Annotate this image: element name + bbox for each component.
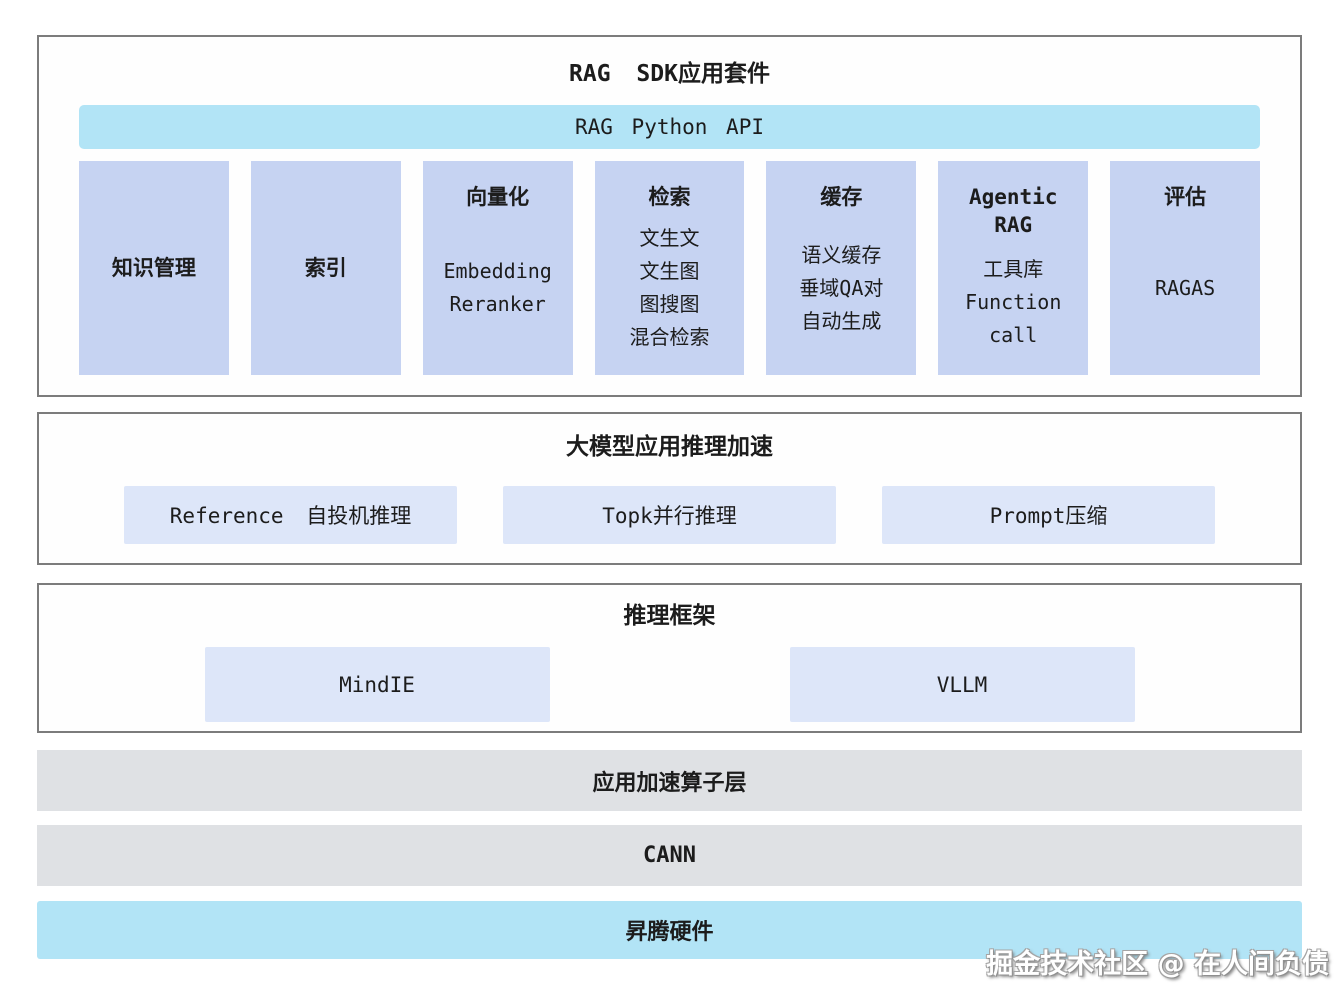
acceleration-panel: 大模型应用推理加速 Reference 自投机推理 Topk并行推理 Promp… (37, 412, 1302, 565)
column-body-line: 文生图 (639, 259, 700, 283)
column-body-line: Embedding (443, 259, 552, 283)
inference-framework-panel: 推理框架 MindIE VLLM (37, 583, 1302, 733)
acceleration-title: 大模型应用推理加速 (566, 434, 773, 460)
column-title: 缓存 (820, 185, 863, 209)
column-title: 向量化 (466, 185, 530, 209)
column-body-line: 文生文 (639, 226, 700, 250)
layer-cann-bar: CANN (37, 825, 1302, 886)
column-body-line: 混合检索 (629, 325, 710, 349)
column-body-line: 图搜图 (639, 292, 700, 316)
column-index: 索引 (250, 161, 401, 375)
accel-item-topk-parallel: Topk并行推理 (503, 486, 836, 544)
column-body-line: Reranker (449, 292, 546, 316)
column-title: 评估 (1164, 185, 1207, 209)
column-body-line: 工具库 (983, 256, 1044, 281)
inference-items-row: MindIE VLLM (39, 647, 1300, 722)
column-body: 文生文 文生图 图搜图 混合检索 (595, 211, 745, 375)
watermark: 掘金技术社区 @ 在人间负债 (986, 949, 1329, 980)
rag-python-api-bar: RAG Python API (79, 105, 1260, 149)
column-body-line: 自动生成 (801, 308, 882, 333)
layer-operator-bar: 应用加速算子层 (37, 750, 1302, 811)
column-body-line: RAGAS (1154, 275, 1216, 300)
column-body-line: 垂域QA对 (799, 275, 884, 300)
column-agentic-rag: Agentic RAG 工具库 Function call (938, 161, 1089, 375)
inference-framework-title: 推理框架 (623, 603, 716, 629)
inference-item-vllm: VLLM (789, 647, 1135, 722)
layer-ascend-hardware-bar: 昇腾硬件 (37, 901, 1302, 959)
column-title: 索引 (304, 256, 347, 280)
accel-item-reference-speculative: Reference 自投机推理 (124, 486, 457, 544)
column-knowledge-management: 知识管理 (79, 161, 229, 375)
column-title: Agentic RAG (968, 185, 1058, 237)
column-retrieval: 检索 文生文 文生图 图搜图 混合检索 (594, 161, 745, 375)
column-body: Embedding Reranker (423, 211, 573, 375)
column-body: 语义缓存 垂域QA对 自动生成 (766, 211, 916, 375)
column-evaluation: 评估 RAGAS (1110, 161, 1261, 375)
column-title: 检索 (648, 185, 691, 209)
column-vectorization: 向量化 Embedding Reranker (422, 161, 573, 375)
rag-python-api-label: RAG Python API (574, 115, 764, 139)
column-body: RAGAS (1110, 211, 1260, 375)
inference-item-mindie: MindIE (204, 647, 550, 722)
sdk-columns-row: 知识管理 索引 向量化 Embedding Reranker 检索 文生文 文生… (79, 161, 1261, 375)
column-body-line: Function call (965, 289, 1062, 347)
column-title: 知识管理 (111, 256, 196, 280)
column-body-line: 语义缓存 (801, 242, 882, 267)
acceleration-items-row: Reference 自投机推理 Topk并行推理 Prompt压缩 (39, 486, 1300, 544)
sdk-suite-title: RAG SDK应用套件 (569, 61, 770, 87)
accel-item-prompt-compression: Prompt压缩 (882, 486, 1215, 544)
column-body: 工具库 Function call (938, 239, 1088, 375)
sdk-suite-panel: RAG SDK应用套件 RAG Python API 知识管理 索引 向量化 E… (37, 35, 1302, 397)
column-cache: 缓存 语义缓存 垂域QA对 自动生成 (766, 161, 917, 375)
